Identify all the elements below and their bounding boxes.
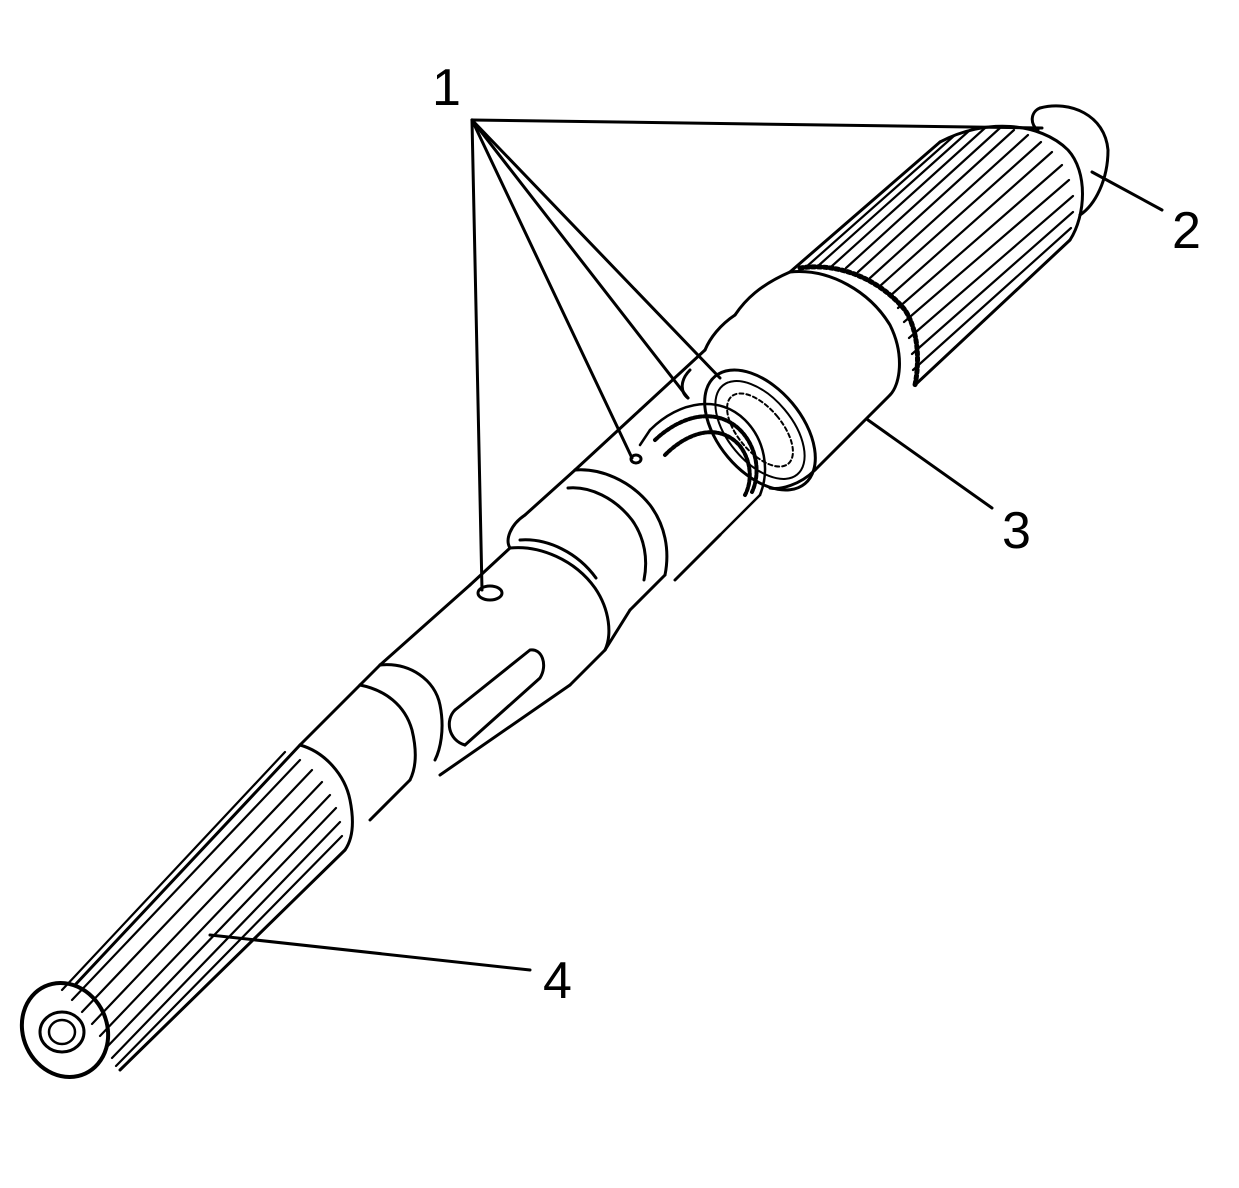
- pilot-end: [1030, 104, 1110, 217]
- oil-hole-b: [629, 453, 643, 465]
- leader-1-to-hole-a: [470, 118, 484, 592]
- right-spline-section: [788, 124, 1084, 388]
- leader-1-to-hole-c: [470, 118, 690, 400]
- callout-1: 1: [432, 59, 461, 117]
- clutch-teeth: [638, 402, 767, 537]
- bearing-assembly: [680, 368, 817, 492]
- leader-4: [208, 933, 532, 972]
- leader-1-to-bore-end: [470, 118, 1044, 130]
- leader-2: [1090, 170, 1164, 212]
- callout-2: 2: [1172, 202, 1201, 260]
- left-spline-section: [19, 743, 354, 1079]
- leader-1-to-hole-d: [470, 118, 722, 380]
- callout-3: 3: [1002, 502, 1031, 560]
- leader-1-to-hole-b: [470, 118, 634, 460]
- mid-shaft: [298, 348, 722, 822]
- oil-hole-a: [476, 584, 504, 602]
- leader-3: [866, 418, 994, 510]
- callout-4: 4: [543, 952, 572, 1010]
